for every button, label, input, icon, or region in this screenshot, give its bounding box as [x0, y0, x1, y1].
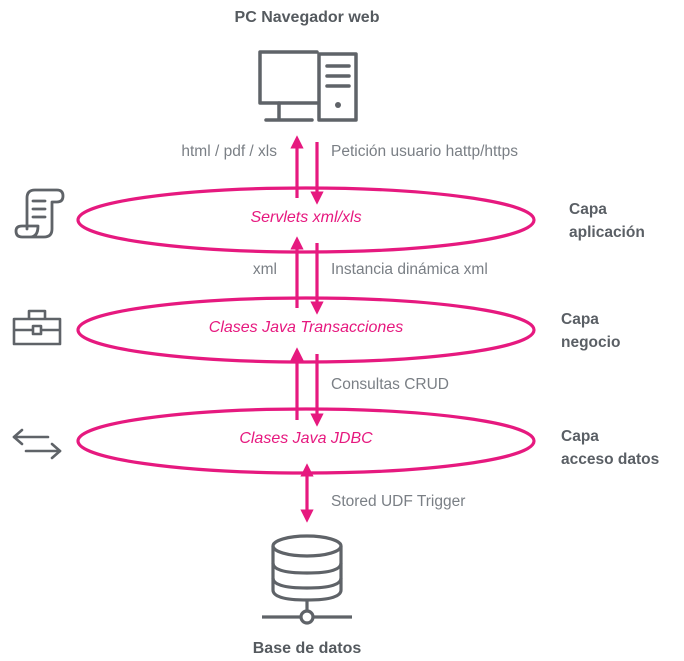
database-server-icon: [262, 534, 352, 625]
briefcase-icon: [12, 309, 62, 346]
layer-name-business: Clases Java Transacciones: [208, 319, 404, 336]
layer-name-data-access: Clases Java JDBC: [239, 430, 373, 447]
capa-label-business-line2: negocio: [561, 334, 621, 351]
bidirectional-arrows-icon: [12, 428, 62, 460]
capa-label-data-access: Capa acceso datos: [561, 425, 659, 471]
scroll-document-icon: [14, 188, 65, 239]
flow-label-browser-app-right: Petición usuario hattp/https: [331, 143, 518, 160]
layer-ellipse-application: [76, 186, 536, 254]
capa-label-business-line1: Capa: [561, 311, 599, 328]
flow-label-browser-app-left: html / pdf / xls: [181, 143, 277, 160]
capa-label-data-access-line2: acceso datos: [561, 451, 660, 468]
desktop-computer-icon: [258, 50, 358, 122]
database-title: Base de datos: [252, 640, 362, 657]
browser-title: PC Navegador web: [234, 9, 380, 26]
layer-ellipse-business: [76, 296, 536, 364]
layer-ellipse-data-access: [76, 407, 536, 475]
flow-label-data-database-right: Stored UDF Trigger: [331, 493, 466, 510]
layer-name-application: Servlets xml/xls: [250, 209, 362, 226]
capa-label-application: Capa aplicación: [569, 198, 645, 244]
capa-label-business: Capa negocio: [561, 308, 620, 354]
capa-label-data-access-line1: Capa: [561, 428, 599, 445]
capa-label-application-line2: aplicación: [569, 224, 645, 241]
flow-label-app-business-left: xml: [252, 261, 277, 278]
capa-label-application-line1: Capa: [569, 201, 607, 218]
flow-label-business-data-right: Consultas CRUD: [331, 376, 450, 393]
flow-label-app-business-right: Instancia dinámica xml: [331, 261, 488, 278]
